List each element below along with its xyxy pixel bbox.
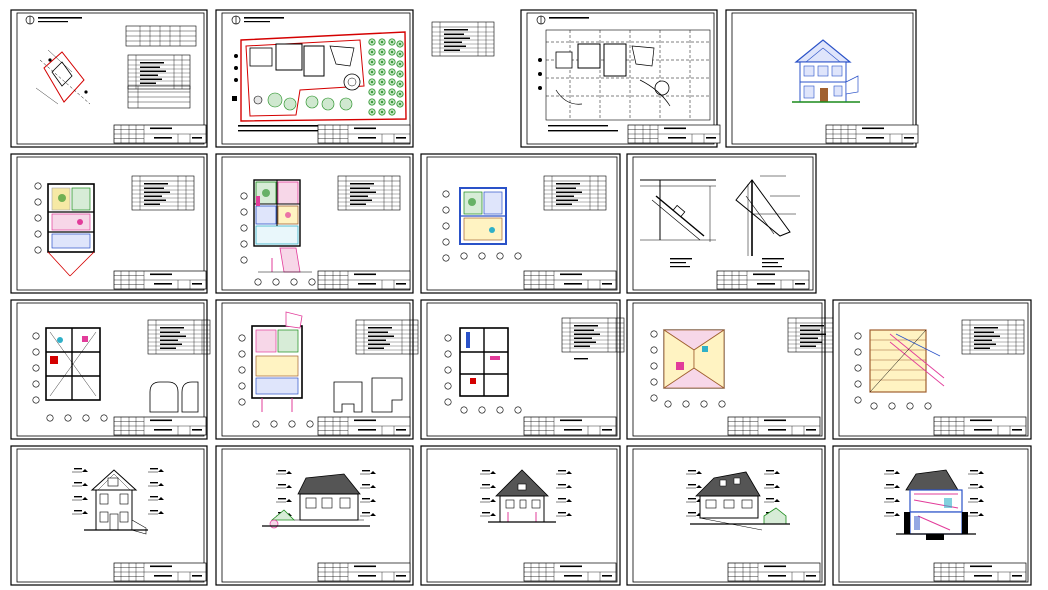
facade-drawing [71,467,165,535]
sheet-structural-plan-3[interactable] [420,299,625,440]
roof-node-detail-a [640,179,716,268]
section-drawing [883,469,985,540]
floor-plan-drawing [442,187,522,262]
facade-drawing [685,469,790,531]
sheet-rafter-plan[interactable] [832,299,1032,440]
grid-table-left [431,21,495,57]
garden-planting [253,38,404,116]
site-layout-drawing [538,29,711,121]
sheet-facade-side-right[interactable] [626,445,826,586]
sheet-site-layout[interactable] [431,9,721,148]
sheet-floor-plan-2[interactable] [420,153,621,294]
facade-drawing [479,469,573,523]
rafter-plan-drawing [854,329,945,410]
sheet-facade-side-left[interactable] [215,445,414,586]
legend-markers [232,54,238,101]
title-block [727,416,821,436]
title-block [113,124,207,144]
sheet-facade-front[interactable] [10,445,208,586]
roof-node-detail-b [735,175,800,268]
title-block [933,416,1027,436]
situation-parcel-drawing [35,49,91,105]
north-arrow-icon [231,15,284,25]
house-section-render [792,39,860,103]
title-block [523,270,617,290]
north-arrow-icon [536,15,589,25]
title-block [317,562,411,582]
sheet-facade-rear[interactable] [420,445,621,586]
title-block [933,562,1027,582]
title-block [317,124,411,144]
detail-sketches [149,381,199,413]
structural-plan-drawing [32,327,108,422]
sheet-roof-nodes[interactable] [626,153,817,294]
title-block [113,416,207,436]
sheet-situation-plan[interactable] [10,9,208,148]
structural-plan-drawing [444,327,522,414]
title-block [716,270,810,290]
detail-sketches [333,377,403,413]
sheet-floor-plan-1[interactable] [215,153,414,294]
facade-drawing [262,469,377,529]
title-block [317,416,411,436]
sheet-section-1-1[interactable] [832,445,1032,586]
sheet-spec-table [125,25,197,109]
foundation-plan-drawing [34,182,95,277]
sheet-structural-plan-2[interactable] [215,299,419,440]
sheet-house-section-render[interactable] [725,9,919,148]
floor-plan-drawing [240,179,316,286]
roof-plan-drawing [650,329,726,408]
structural-plan-drawing [238,311,314,428]
title-block [523,562,617,582]
house-footprint [249,43,361,91]
sheet-roof-plan[interactable] [626,299,851,440]
sheet-foundation-plan[interactable] [10,153,208,294]
title-block [627,124,721,144]
title-block [113,562,207,582]
title-block [727,562,821,582]
title-block [825,124,919,144]
sheet-master-plan[interactable] [215,9,414,148]
north-arrow-icon [25,15,82,25]
title-block [113,270,207,290]
sheet-structural-plan-1[interactable] [10,299,211,440]
title-block [317,270,411,290]
title-block [523,416,617,436]
